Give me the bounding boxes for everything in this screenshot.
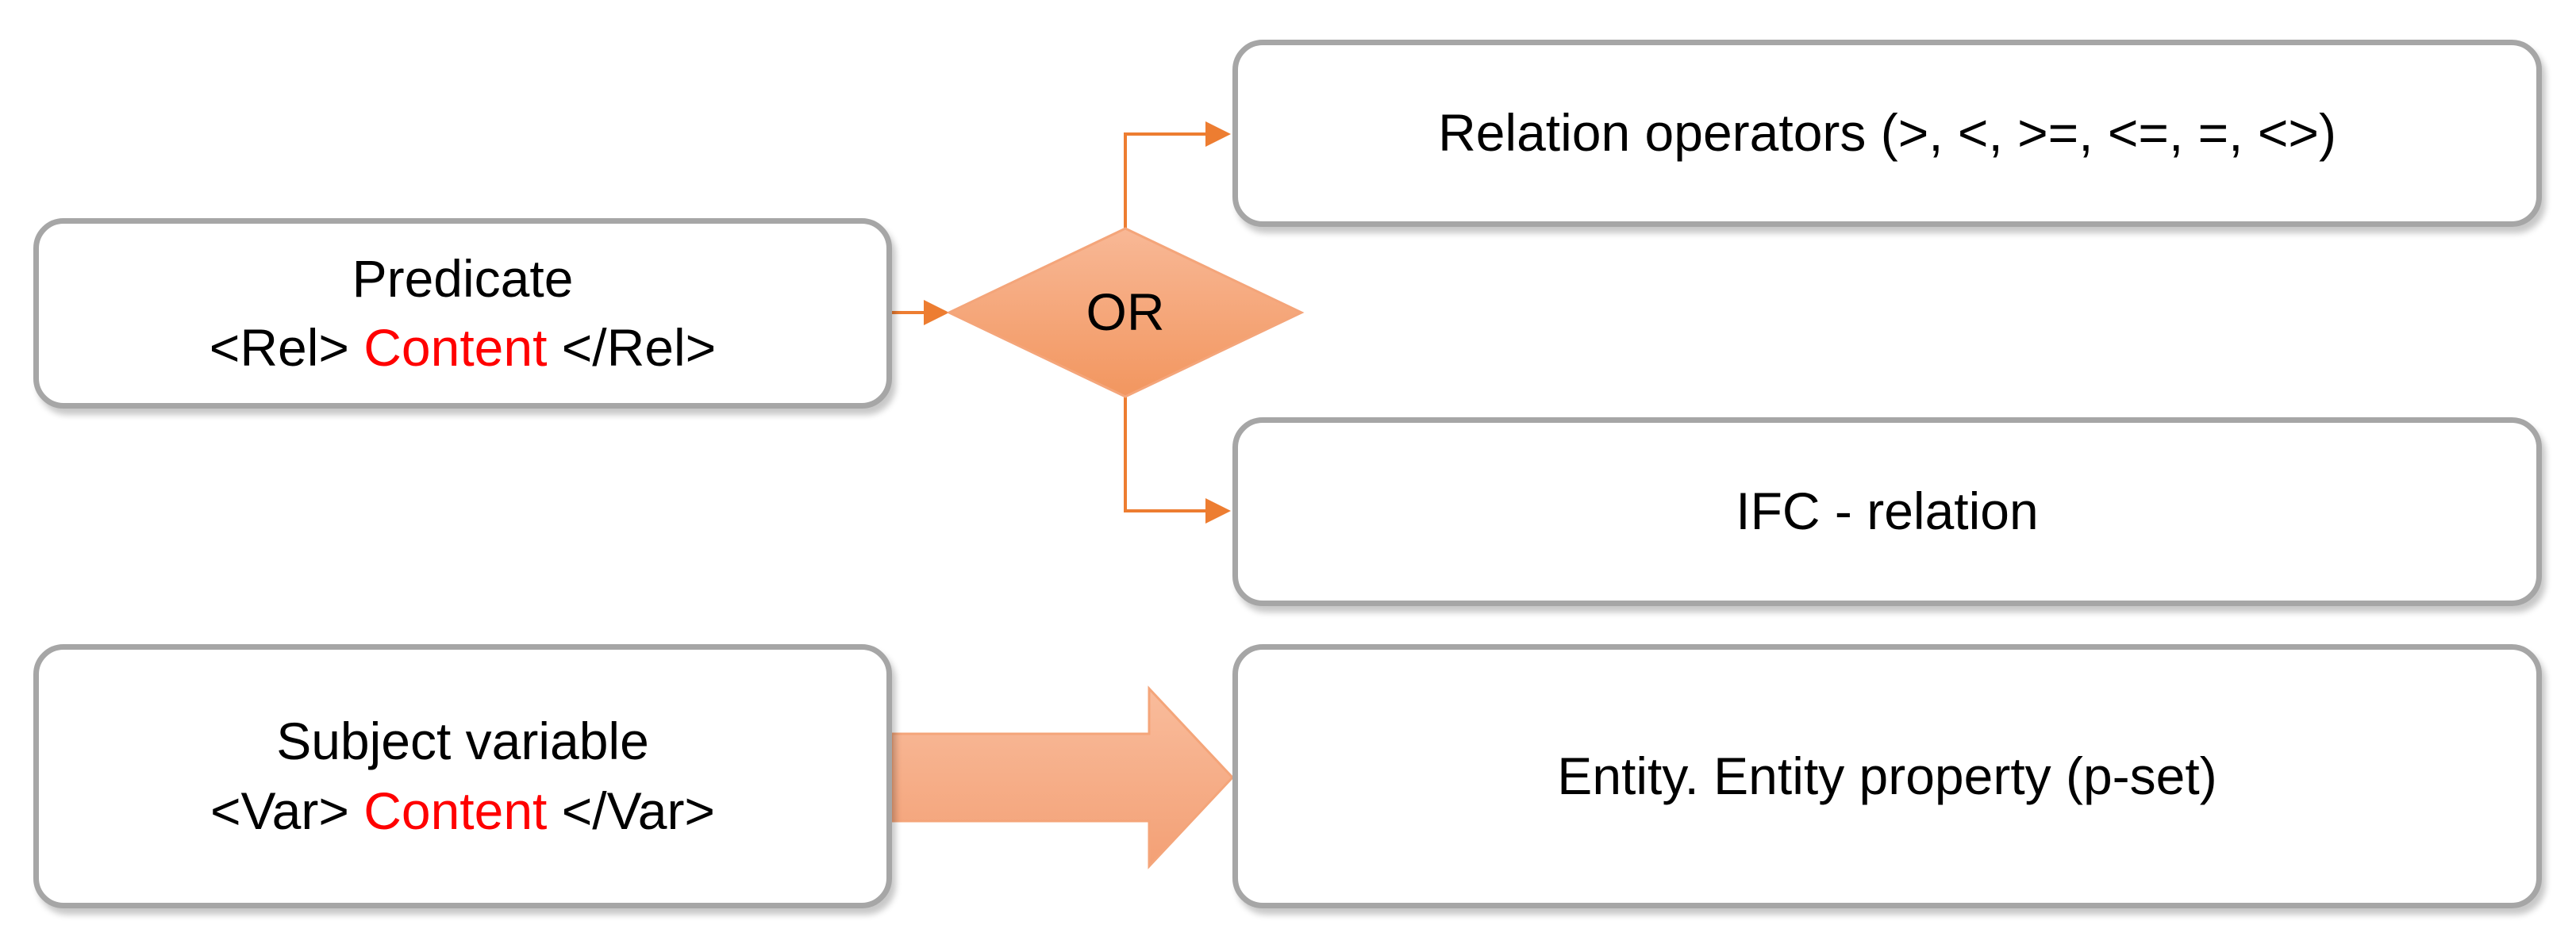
predicate-content: Content (363, 318, 548, 377)
subject-close-tag: </Var> (547, 781, 715, 840)
subject-variable-box: Subject variable <Var> Content </Var> (33, 644, 892, 908)
predicate-box: Predicate <Rel> Content </Rel> (33, 218, 892, 409)
subject-title: Subject variable (276, 712, 649, 771)
or-to-relation-operators-connector (1124, 121, 1231, 228)
relation-operators-label: Relation operators (>, <, >=, <=, =, <>) (1438, 103, 2336, 163)
or-decision-diamond (946, 227, 1305, 398)
subject-to-entity-block-arrow (890, 685, 1235, 869)
or-label: OR (1086, 282, 1165, 341)
subject-open-tag: <Var> (210, 781, 364, 840)
or-to-ifc-relation-connector (1124, 397, 1231, 524)
subject-content: Content (363, 781, 548, 840)
predicate-open-tag: <Rel> (209, 318, 364, 377)
entity-box: Entity. Entity property (p-set) (1232, 644, 2542, 908)
predicate-close-tag: </Rel> (547, 318, 717, 377)
predicate-tag-line: <Rel> Content </Rel> (210, 313, 716, 382)
relation-operators-box: Relation operators (>, <, >=, <=, =, <>) (1232, 40, 2542, 227)
ifc-relation-label: IFC - relation (1736, 482, 2039, 541)
entity-label: Entity. Entity property (p-set) (1557, 746, 2217, 805)
ifc-relation-box: IFC - relation (1232, 417, 2542, 606)
subject-tag-line: <Var> Content </Var> (210, 777, 715, 846)
predicate-to-or-connector (892, 300, 949, 325)
predicate-title: Predicate (352, 248, 574, 308)
